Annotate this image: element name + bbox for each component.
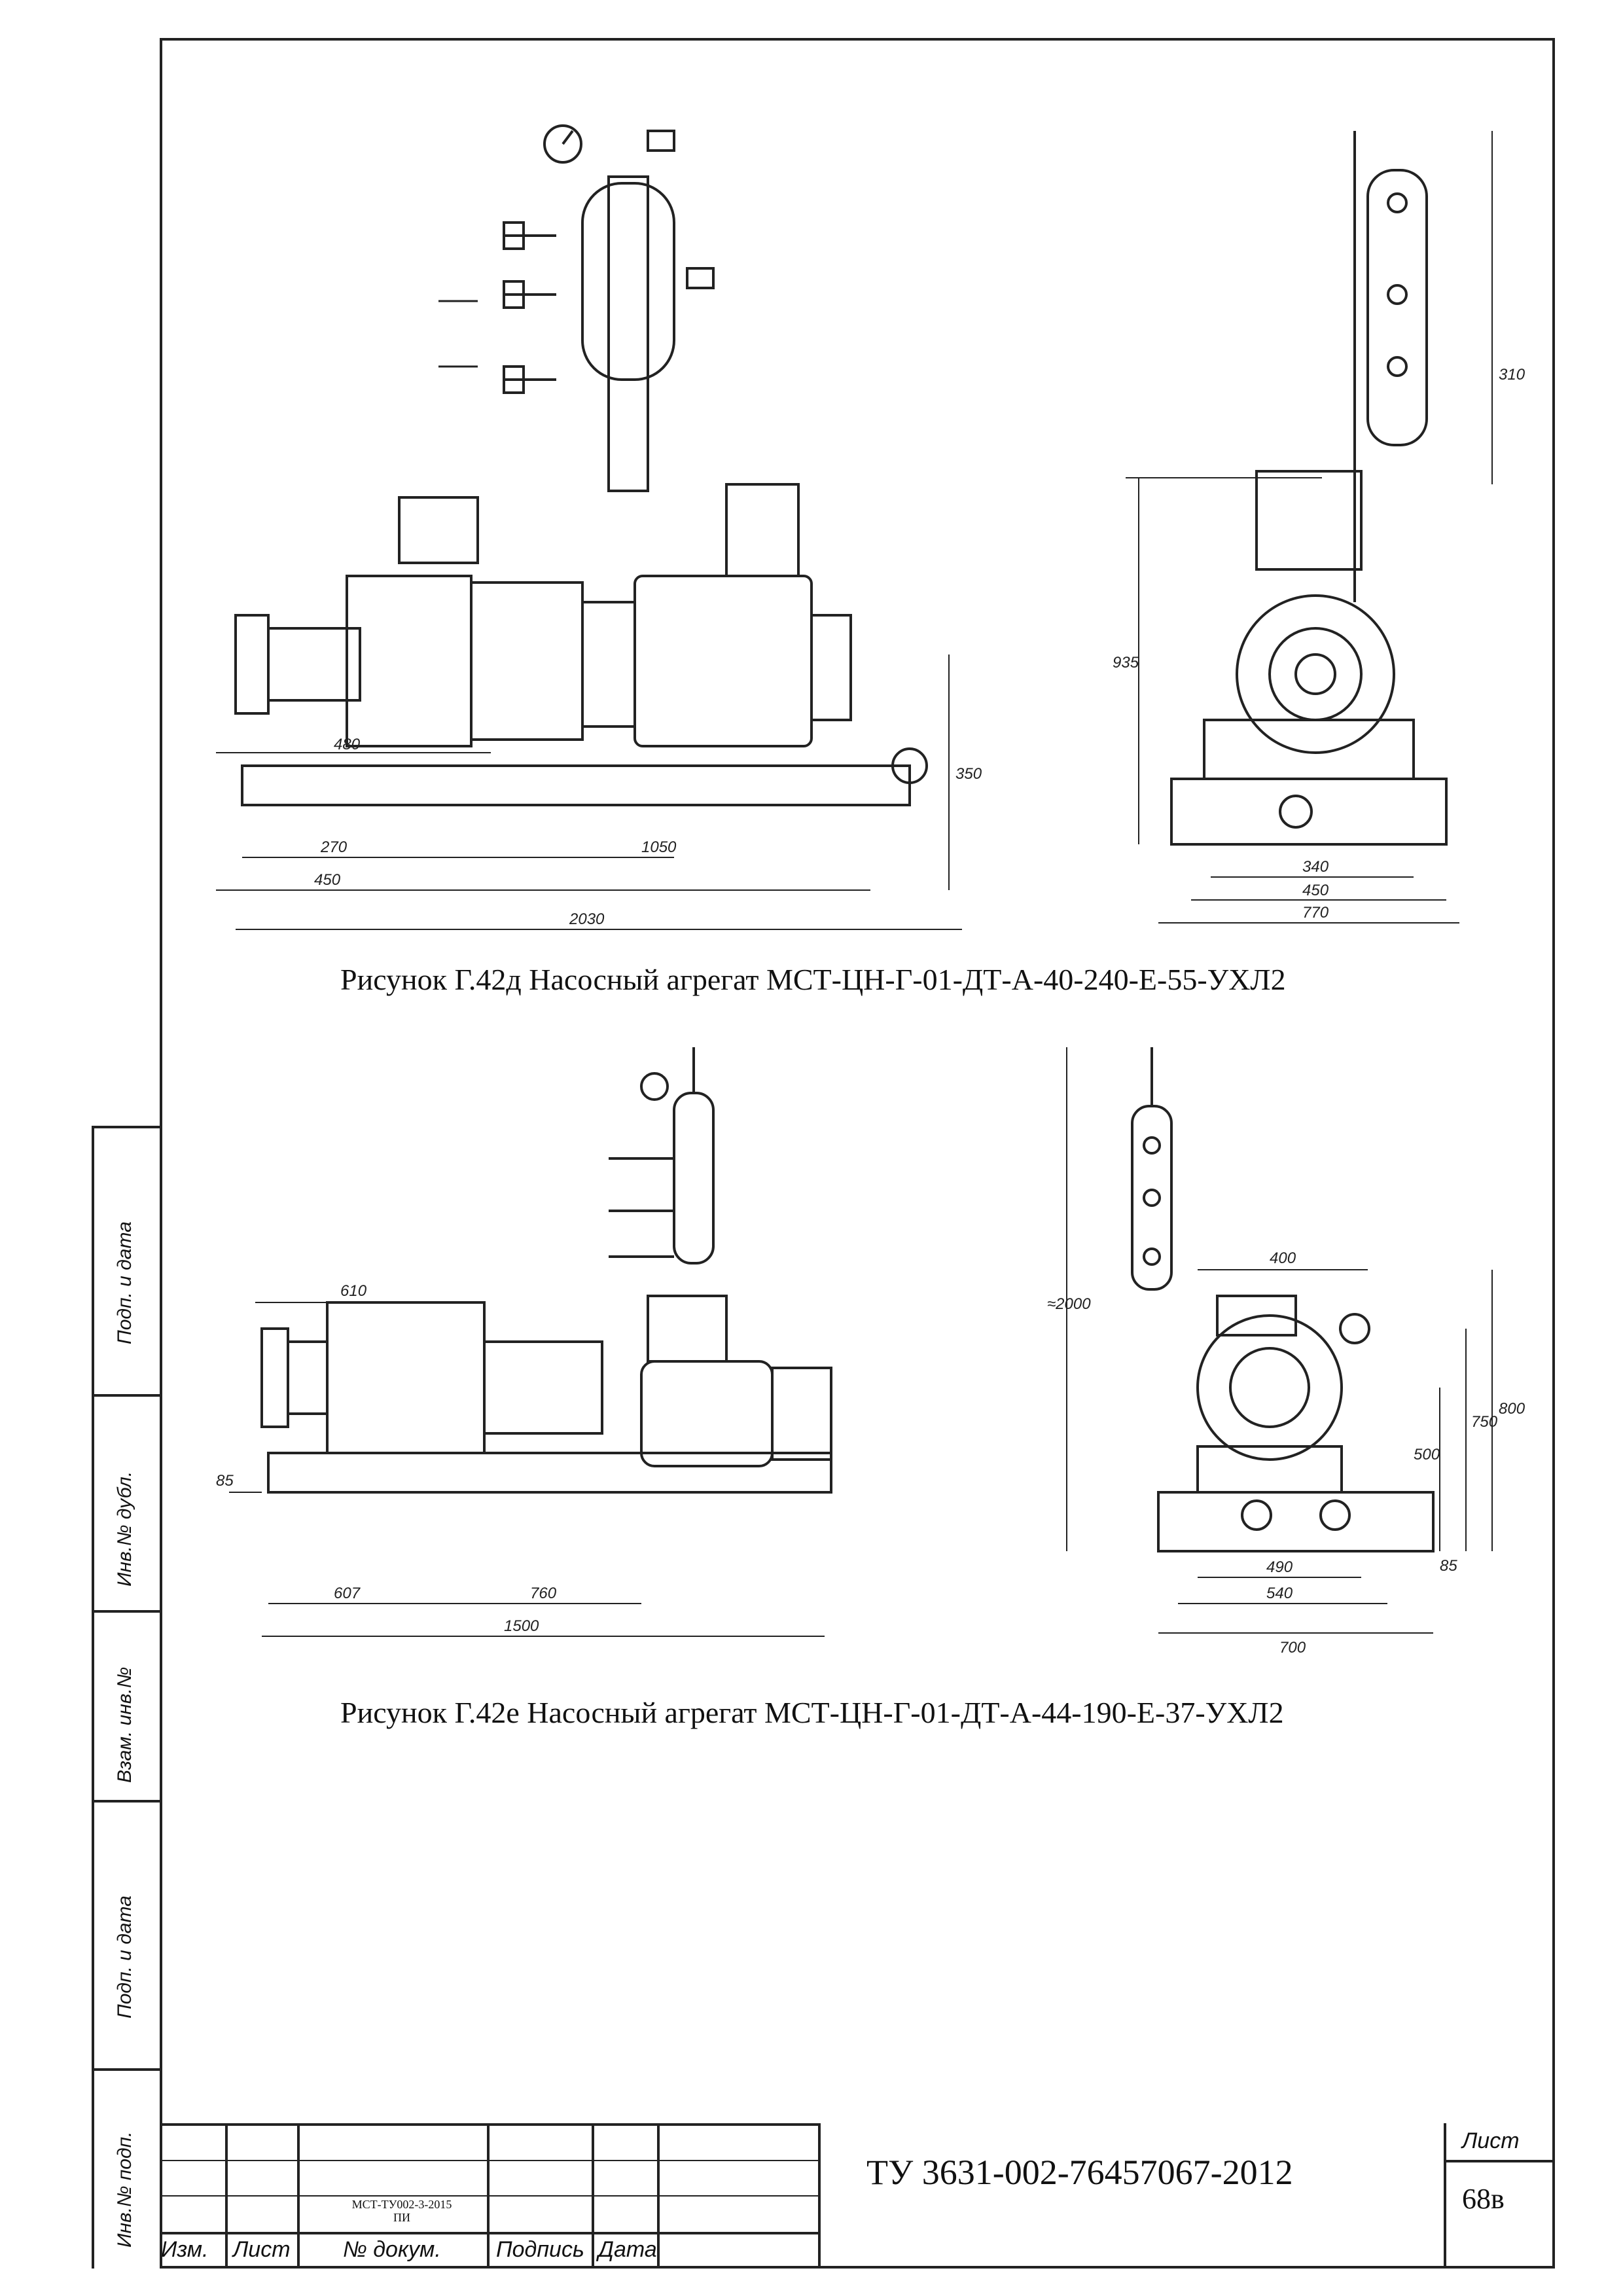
dim-760: 760 — [530, 1585, 557, 1602]
side-cell-2: Инв.№ дубл. — [94, 1394, 160, 1610]
pump-casing — [326, 1301, 486, 1454]
figure1-side-view: 480 270 1050 450 2030 350 — [216, 124, 982, 930]
dim-700: 700 — [1279, 1639, 1306, 1657]
dim-85-end: 85 — [1440, 1557, 1457, 1575]
pump-volute — [1236, 594, 1395, 754]
figure2-caption: Рисунок Г.42е Насосный агрегат МСТ-ЦН-Г-… — [340, 1696, 1284, 1729]
col-dokum: № докум. — [343, 2237, 441, 2262]
inlet-flange — [260, 1327, 289, 1428]
motor — [640, 1360, 774, 1467]
dim-450-end: 450 — [1302, 882, 1329, 899]
sheet-box — [1444, 2123, 1555, 2269]
separator-vessel — [673, 1092, 715, 1265]
dim-490: 490 — [1266, 1558, 1293, 1576]
side-cell-5: Инв.№ подп. — [94, 2068, 160, 2269]
motor-terminal-box — [725, 483, 800, 577]
designation: ТУ 3631-002-76457067-2012 — [866, 2153, 1293, 2192]
side-label-vzam-inv: Взам. инв.№ — [114, 1666, 135, 1783]
bearing-housing — [1255, 470, 1363, 571]
dim-270: 270 — [320, 838, 348, 856]
inlet-flange — [234, 614, 270, 715]
dim-340: 340 — [1302, 858, 1329, 876]
separator-column — [607, 175, 649, 492]
col-list: Лист — [233, 2237, 291, 2262]
dim-350: 350 — [955, 765, 982, 783]
title-block: МСТ-ТУ002-3-2015 ПИ Изм. Лист № докум. П… — [160, 2123, 1555, 2269]
tb-row-line — [160, 2232, 821, 2234]
pump-foot — [1203, 719, 1415, 780]
figure2-side-view: 610 85 607 760 1500 — [216, 1047, 832, 1637]
pressure-gauge-icon — [543, 124, 582, 164]
pump-volute — [1196, 1314, 1343, 1461]
doc-number-small: МСТ-ТУ002-3-2015 — [351, 2198, 452, 2211]
dim-610: 610 — [340, 1282, 367, 1300]
figure2-end-view: ≈2000 400 750 800 500 85 490 540 700 — [1047, 1047, 1525, 1657]
pump-casing — [346, 575, 473, 747]
side-label-podp-data-1: Подп. и дата — [114, 1221, 135, 1344]
dim-310: 310 — [1499, 366, 1525, 384]
figure1-end-view: 310 935 340 450 770 — [1113, 131, 1525, 924]
side-cell-4: Подп. и дата — [94, 1800, 160, 2068]
base-frame — [1170, 778, 1448, 846]
dim-540: 540 — [1266, 1585, 1293, 1602]
sheet-label: Лист — [1462, 2128, 1520, 2153]
dim-480: 480 — [334, 736, 361, 753]
dim-607: 607 — [334, 1585, 361, 1602]
dim-800: 800 — [1499, 1400, 1525, 1418]
side-strip: Подп. и дата Инв.№ дубл. Взам. инв.№ Под… — [92, 1126, 160, 2269]
dim-1050: 1050 — [641, 838, 677, 856]
drawing-frame — [160, 38, 1555, 2269]
sheet-number: 68в — [1462, 2183, 1505, 2215]
pressure-gauge-icon — [640, 1072, 669, 1101]
tb-row-line — [160, 2160, 821, 2161]
doc-number-small2: ПИ — [393, 2211, 410, 2224]
dim-2030: 2030 — [569, 910, 605, 928]
col-izm: Изм. — [161, 2237, 209, 2262]
dim-750: 750 — [1471, 1413, 1498, 1431]
base-frame — [241, 764, 911, 806]
side-label-podp-data-2: Подп. и дата — [114, 1895, 135, 2018]
bearing-housing — [398, 496, 479, 564]
separator-vessel — [1366, 169, 1428, 446]
col-data: Дата — [598, 2237, 657, 2262]
bearing-housing — [1216, 1295, 1297, 1336]
dim-500: 500 — [1414, 1446, 1440, 1463]
dim-935: 935 — [1113, 654, 1139, 672]
motor — [633, 575, 813, 747]
tb-row-line — [160, 2195, 821, 2197]
side-label-inv-podp: Инв.№ подп. — [114, 2131, 135, 2248]
dim-450: 450 — [314, 871, 341, 889]
side-label-inv-dubl: Инв.№ дубл. — [114, 1471, 135, 1587]
tb-row-line — [1444, 2160, 1555, 2162]
side-cell-1: Подп. и дата — [94, 1126, 160, 1394]
dim-85: 85 — [216, 1472, 234, 1490]
figure1-caption: Рисунок Г.42д Насосный агрегат МСТ-ЦН-Г-… — [340, 963, 1286, 996]
side-cell-3: Взам. инв.№ — [94, 1610, 160, 1800]
dim-400: 400 — [1270, 1249, 1296, 1267]
pump-foot — [1196, 1445, 1343, 1494]
coupling — [581, 601, 636, 728]
dim-1500: 1500 — [504, 1617, 539, 1635]
col-podpis: Подпись — [496, 2237, 584, 2262]
dim-770: 770 — [1302, 904, 1329, 922]
dim-2000: ≈2000 — [1047, 1295, 1091, 1313]
base-frame — [1157, 1491, 1435, 1552]
base-frame — [267, 1452, 832, 1494]
separator-vessel — [581, 182, 675, 381]
separator-vessel — [1131, 1105, 1173, 1291]
